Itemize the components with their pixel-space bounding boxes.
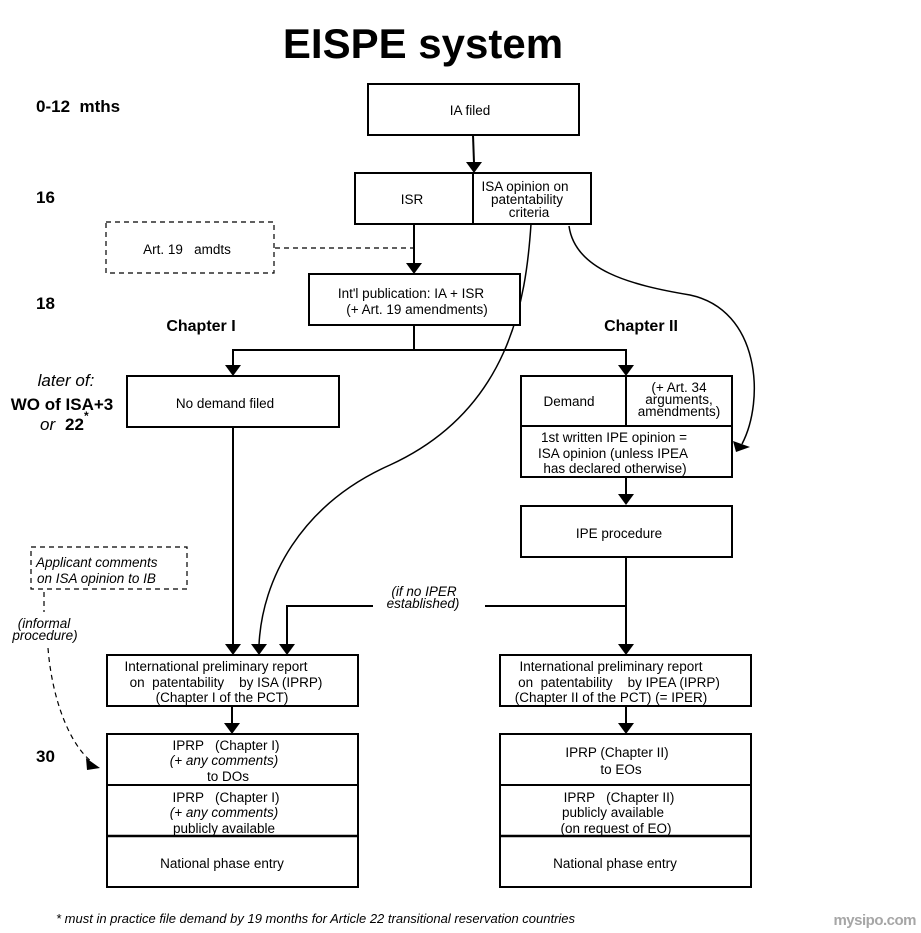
isa-opinion-line: criteria (509, 205, 550, 220)
ch2-public-line: publicly available (562, 805, 664, 820)
no-demand-label: No demand filed (176, 396, 274, 411)
arrow-head (251, 644, 267, 655)
connector-chapter-branch (232, 349, 627, 366)
no-demand-box: No demand filed (126, 375, 340, 428)
timeline-later-of: later of: (38, 371, 95, 390)
art34-line: amendments) (638, 404, 721, 419)
no-iper-note: (if no IPER (391, 584, 457, 599)
chapter-ii-outcomes-stack: IPRP (Chapter II) to EOs IPRP (Chapter I… (499, 733, 752, 888)
ch2-public-line: (on request of EO) (560, 821, 671, 836)
iprp-ch2-line: International preliminary report (519, 659, 702, 674)
informal-procedure-note: (informal (18, 616, 72, 631)
timeline-16-months: 16 (36, 188, 55, 207)
arrow-head (225, 365, 241, 376)
arrow-head (279, 644, 295, 655)
iprp-ch2-line: (Chapter II of the PCT) (= IPER) (515, 690, 707, 705)
isr-box: ISR (354, 172, 474, 225)
publication-line: Int'l publication: IA + ISR (338, 286, 485, 301)
arrow-head (466, 162, 482, 173)
diagram-title: EISPE system (283, 20, 563, 67)
watermark: mysipo.com (833, 912, 916, 929)
iprp-chapter-i-box: International preliminary report on pate… (106, 654, 359, 707)
demand-box: Demand (+ Art. 34 arguments, amendments)… (520, 375, 733, 478)
connector-isa-opinion-to-ipe-opinion (568, 225, 756, 445)
footnote-asterisk: * (84, 409, 89, 423)
first-opinion-line: 1st written IPE opinion = (541, 430, 687, 445)
applicant-comments-line: Applicant comments (35, 555, 158, 570)
arrow-head (618, 723, 634, 734)
publication-line: (+ Art. 19 amendments) (346, 302, 487, 317)
ch1-to-dos-line: IPRP (Chapter I) (172, 738, 279, 753)
first-opinion-line: has declared otherwise) (543, 461, 686, 476)
art19-label: Art. 19 amdts (143, 242, 231, 257)
arrow-head (618, 644, 634, 655)
demand-label: Demand (543, 394, 594, 409)
chapter-ii-header: Chapter II (604, 318, 678, 335)
iprp-ch1-line: International preliminary report (124, 659, 307, 674)
connectors (43, 134, 756, 770)
timeline-0-12-months: 0-12 mths (36, 97, 120, 116)
iprp-ch1-line: (Chapter I of the PCT) (156, 690, 289, 705)
ipe-procedure-box: IPE procedure (520, 505, 733, 558)
no-iper-note: established) (387, 596, 460, 611)
art34-line: arguments, (645, 392, 713, 407)
timeline: 0-12 mths 16 18 later of: WO of ISA+3 or… (11, 97, 120, 766)
iprp-chapter-ii-box: International preliminary report on pate… (499, 654, 752, 707)
connector-isa-opinion-to-iprp-ch1 (258, 223, 532, 646)
timeline-22-months: 22 (65, 415, 84, 434)
isr-label: ISR (401, 192, 424, 207)
applicant-comments-box: Applicant comments on ISA opinion to IB (30, 546, 188, 590)
applicant-comments-line: on ISA opinion to IB (37, 571, 156, 586)
iprp-ch2-line: on patentability by IPEA (IPRP) (518, 675, 720, 690)
connector-informal-procedure-dashed (47, 647, 93, 763)
arrow-head (618, 365, 634, 376)
timeline-or: or (40, 415, 56, 434)
ipe-procedure-label: IPE procedure (576, 526, 662, 541)
ch1-public-line: (+ any comments) (170, 805, 278, 820)
connector-no-iper-left (286, 605, 373, 645)
timeline-18-months: 18 (36, 294, 55, 313)
publication-box: Int'l publication: IA + ISR (+ Art. 19 a… (308, 273, 521, 326)
ia-filed-box: IA filed (367, 83, 580, 136)
isa-opinion-box: ISA opinion on patentability criteria (472, 172, 592, 225)
arrow-head (224, 723, 240, 734)
first-opinion-line: ISA opinion (unless IPEA (538, 446, 688, 461)
ia-filed-label: IA filed (450, 103, 491, 118)
ch1-to-dos-line: to DOs (207, 769, 249, 784)
art34-line: (+ Art. 34 (651, 380, 707, 395)
timeline-30-months: 30 (36, 747, 55, 766)
iprp-ch1-line: on patentability by ISA (IPRP) (130, 675, 323, 690)
arrow-head (86, 758, 100, 770)
ch1-public-line: publicly available (173, 821, 275, 836)
arrow-head (618, 494, 634, 505)
arrow-head (733, 441, 750, 452)
ch1-public-line: IPRP (Chapter I) (172, 790, 279, 805)
ch1-to-dos-line: (+ any comments) (170, 753, 278, 768)
arrow-head (406, 263, 422, 274)
isa-opinion-line: patentability (491, 192, 563, 207)
art19-amendments-box: Art. 19 amdts (105, 221, 275, 274)
arrow-head (225, 644, 241, 655)
ch2-public-line: IPRP (Chapter II) (564, 790, 675, 805)
chapter-i-header: Chapter I (166, 318, 235, 335)
ch2-to-eos-line: IPRP (Chapter II) (565, 745, 668, 760)
isa-opinion-line: ISA opinion on (481, 179, 568, 194)
ch1-national-phase-label: National phase entry (160, 856, 284, 871)
footnote: * must in practice file demand by 19 mon… (56, 911, 576, 926)
chapter-i-outcomes-stack: IPRP (Chapter I) (+ any comments) to DOs… (106, 733, 359, 888)
informal-procedure-note: procedure) (11, 628, 77, 643)
timeline-wo-isa-plus-3: WO of ISA+3 (11, 395, 113, 414)
ch2-to-eos-line: to EOs (600, 762, 642, 777)
connector-ia-to-isr (472, 134, 475, 164)
ch2-national-phase-label: National phase entry (553, 856, 677, 871)
